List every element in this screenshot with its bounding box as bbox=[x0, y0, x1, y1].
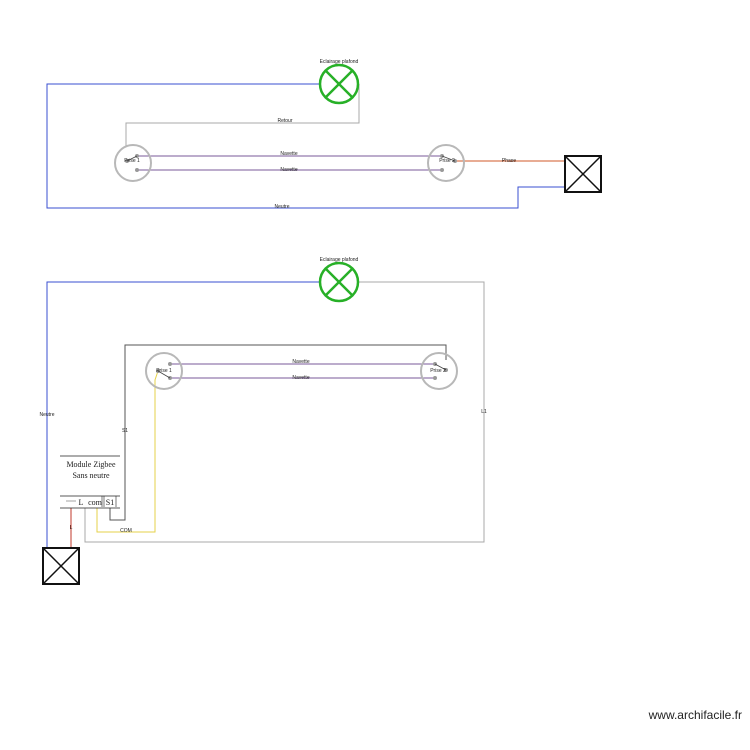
terminal-com-label: com bbox=[88, 498, 103, 507]
switch2-label: Prise 2 bbox=[430, 368, 446, 374]
module-title: Module Zigbee bbox=[66, 460, 116, 469]
retour-wire-1 bbox=[125, 84, 360, 146]
watermark: www.archifacile.fr bbox=[648, 708, 742, 722]
switch-icon bbox=[420, 352, 458, 390]
switch1-label: Prise 1 bbox=[124, 158, 140, 164]
switch2-label: Prise 2 bbox=[439, 158, 455, 164]
phase-label: Phase bbox=[502, 158, 516, 164]
diagram-1: Eclairage plafond Retour Prise 1 Prise 2… bbox=[46, 59, 602, 210]
retour-label: Retour bbox=[277, 118, 292, 124]
l1-wire bbox=[84, 281, 485, 543]
zigbee-module: Module Zigbee Sans neutre L com S1 bbox=[60, 455, 120, 509]
com-wire bbox=[96, 370, 159, 533]
switch1-label: Prise 1 bbox=[156, 368, 172, 374]
lamp-label: Eclairage plafond bbox=[320, 257, 359, 263]
terminal-l-label: L bbox=[79, 498, 84, 507]
switch-icon bbox=[145, 352, 183, 390]
l-label: L bbox=[70, 525, 73, 531]
com-label: COM bbox=[120, 528, 132, 534]
terminal-s1-label: S1 bbox=[106, 498, 114, 507]
diagram-2: Module Zigbee Sans neutre L com S1 Eclai… bbox=[39, 257, 487, 585]
navette-label: Navette bbox=[280, 167, 297, 173]
junction-box-icon bbox=[564, 155, 602, 193]
lamp-label: Eclairage plafond bbox=[320, 59, 359, 65]
navette-label: Navette bbox=[292, 375, 309, 381]
junction-box-icon bbox=[42, 547, 80, 585]
neutre-label: Neutre bbox=[39, 412, 54, 418]
l1-label: L1 bbox=[481, 409, 487, 415]
s1-wire bbox=[109, 344, 447, 521]
lamp-icon bbox=[318, 63, 360, 105]
s1-label: S1 bbox=[122, 428, 128, 434]
switch-icon bbox=[114, 144, 152, 182]
navette-label: Navette bbox=[280, 151, 297, 157]
module-subtitle: Sans neutre bbox=[72, 471, 110, 480]
switch-icon bbox=[427, 144, 465, 182]
lamp-icon bbox=[318, 261, 360, 303]
navette-label: Navette bbox=[292, 359, 309, 365]
neutre-wire-1 bbox=[46, 83, 565, 209]
neutre-label: Neutre bbox=[274, 204, 289, 210]
neutre-wire-2 bbox=[46, 281, 320, 549]
